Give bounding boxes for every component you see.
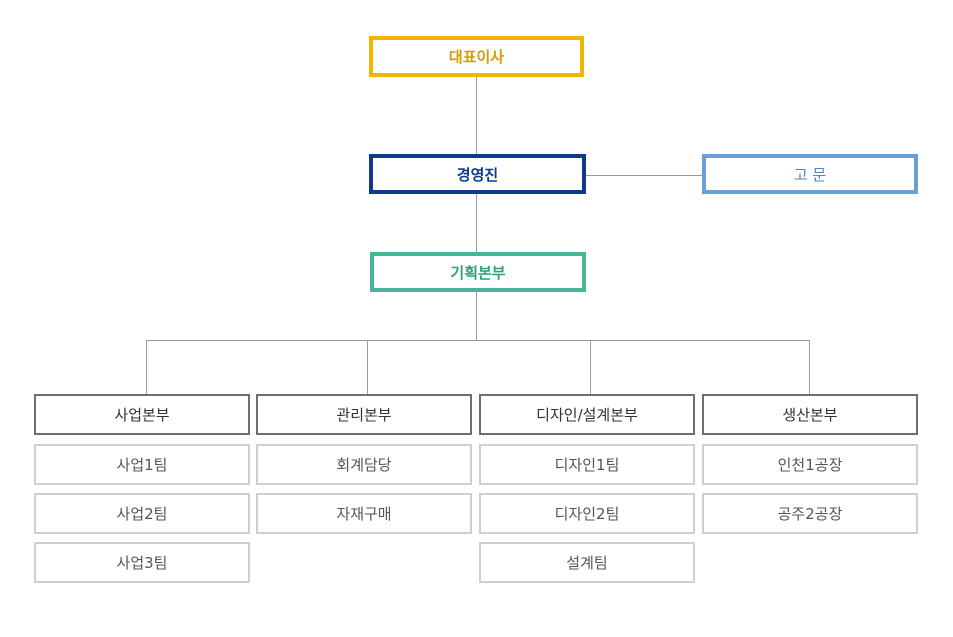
connector-division-2 <box>367 340 368 395</box>
team-label: 공주2공장 <box>777 505 843 523</box>
connector-management-planning <box>476 193 477 253</box>
connector-planning-branch <box>476 291 477 341</box>
connector-division-bus <box>146 340 809 341</box>
team-box: 설계팀 <box>479 542 695 583</box>
advisor-box: 고 문 <box>702 154 918 194</box>
division-management: 관리본부 <box>256 394 472 435</box>
team-label: 인천1공장 <box>777 456 843 474</box>
team-box: 사업3팀 <box>34 542 250 583</box>
team-label: 회계담당 <box>336 456 392 474</box>
connector-ceo-management <box>476 76 477 156</box>
ceo-box: 대표이사 <box>369 36 584 77</box>
connector-management-advisor <box>585 175 703 176</box>
division-label: 디자인/설계본부 <box>536 406 638 424</box>
team-box: 디자인1팀 <box>479 444 695 485</box>
team-box: 사업1팀 <box>34 444 250 485</box>
team-box: 자재구매 <box>256 493 472 534</box>
team-label: 사업2팀 <box>116 505 168 523</box>
team-label: 사업1팀 <box>116 456 168 474</box>
planning-box: 기획본부 <box>370 252 586 292</box>
division-label: 관리본부 <box>336 406 392 424</box>
team-box: 사업2팀 <box>34 493 250 534</box>
management-box: 경영진 <box>369 154 586 194</box>
connector-division-3 <box>590 340 591 395</box>
team-label: 자재구매 <box>336 505 392 523</box>
team-box: 회계담당 <box>256 444 472 485</box>
team-box: 인천1공장 <box>702 444 918 485</box>
connector-division-1 <box>146 340 147 395</box>
advisor-label: 고 문 <box>793 165 827 184</box>
team-label: 설계팀 <box>566 554 608 572</box>
division-label: 사업본부 <box>114 406 170 424</box>
team-box: 공주2공장 <box>702 493 918 534</box>
team-box: 디자인2팀 <box>479 493 695 534</box>
division-production: 생산본부 <box>702 394 918 435</box>
team-label: 디자인2팀 <box>554 505 620 523</box>
team-label: 사업3팀 <box>116 554 168 572</box>
ceo-label: 대표이사 <box>448 48 505 66</box>
planning-label: 기획본부 <box>450 263 506 282</box>
management-label: 경영진 <box>456 165 499 184</box>
division-design: 디자인/설계본부 <box>479 394 695 435</box>
division-business: 사업본부 <box>34 394 250 435</box>
division-label: 생산본부 <box>782 406 838 424</box>
connector-division-4 <box>809 340 810 395</box>
team-label: 디자인1팀 <box>554 456 620 474</box>
